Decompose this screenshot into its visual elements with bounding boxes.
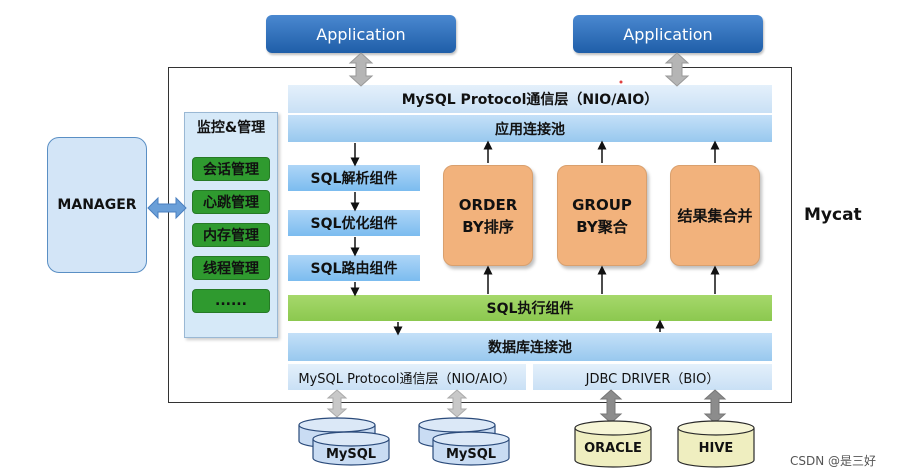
db-label-mysql-1: MySQL xyxy=(325,446,377,462)
db-connection-pool: 数据库连接池 xyxy=(288,333,772,361)
hive-db-cylinder xyxy=(677,420,755,468)
application-box-left: Application xyxy=(266,15,456,53)
monitor-title: 监控&管理 xyxy=(196,120,266,136)
monitor-item-thread: 线程管理 xyxy=(192,256,270,280)
group-by-box: GROUP BY聚合 xyxy=(557,165,647,266)
mysql-db-stack-1 xyxy=(298,417,390,466)
sql-parse-component: SQL解析组件 xyxy=(288,165,420,191)
sql-optimize-component: SQL优化组件 xyxy=(288,210,420,236)
order-by-box: ORDER BY排序 xyxy=(443,165,533,266)
sql-route-component: SQL路由组件 xyxy=(288,255,420,281)
monitor-item-heartbeat: 心跳管理 xyxy=(192,190,270,214)
app-connection-pool: 应用连接池 xyxy=(288,115,772,142)
application-label: Application xyxy=(623,24,713,44)
manager-label: MANAGER xyxy=(57,197,137,213)
db-double-arrow-oracle xyxy=(599,389,623,424)
monitor-item-more: ...... xyxy=(192,289,270,313)
protocol-layer-top: MySQL Protocol通信层（NIO/AIO） xyxy=(288,85,772,113)
app-double-arrow-right xyxy=(664,52,690,87)
sql-execution-bar: SQL执行组件 xyxy=(288,295,772,321)
db-double-arrow-mysql-2 xyxy=(446,389,468,418)
db-label-hive: HIVE xyxy=(698,440,734,456)
db-label-mysql-2: MySQL xyxy=(445,446,497,462)
db-double-arrow-hive xyxy=(703,389,727,424)
monitor-item-memory: 内存管理 xyxy=(192,223,270,247)
db-label-oracle: ORACLE xyxy=(584,440,642,456)
result-merge-box: 结果集合并 xyxy=(670,165,760,266)
manager-double-arrow xyxy=(147,196,187,220)
db-double-arrow-mysql-1 xyxy=(326,389,348,418)
jdbc-driver-layer: JDBC DRIVER（BIO） xyxy=(533,364,772,390)
manager-box: MANAGER xyxy=(47,137,147,273)
red-dot-mark xyxy=(619,80,623,84)
watermark-text: CSDN @是三好 xyxy=(790,454,877,468)
mycat-label: Mycat xyxy=(804,205,862,225)
application-box-right: Application xyxy=(573,15,763,53)
monitor-item-session: 会话管理 xyxy=(192,157,270,181)
app-double-arrow-left xyxy=(348,52,374,87)
oracle-db-cylinder xyxy=(574,420,652,468)
protocol-layer-bottom: MySQL Protocol通信层（NIO/AIO） xyxy=(288,364,526,390)
application-label: Application xyxy=(316,24,406,44)
mysql-db-stack-2 xyxy=(418,417,510,466)
